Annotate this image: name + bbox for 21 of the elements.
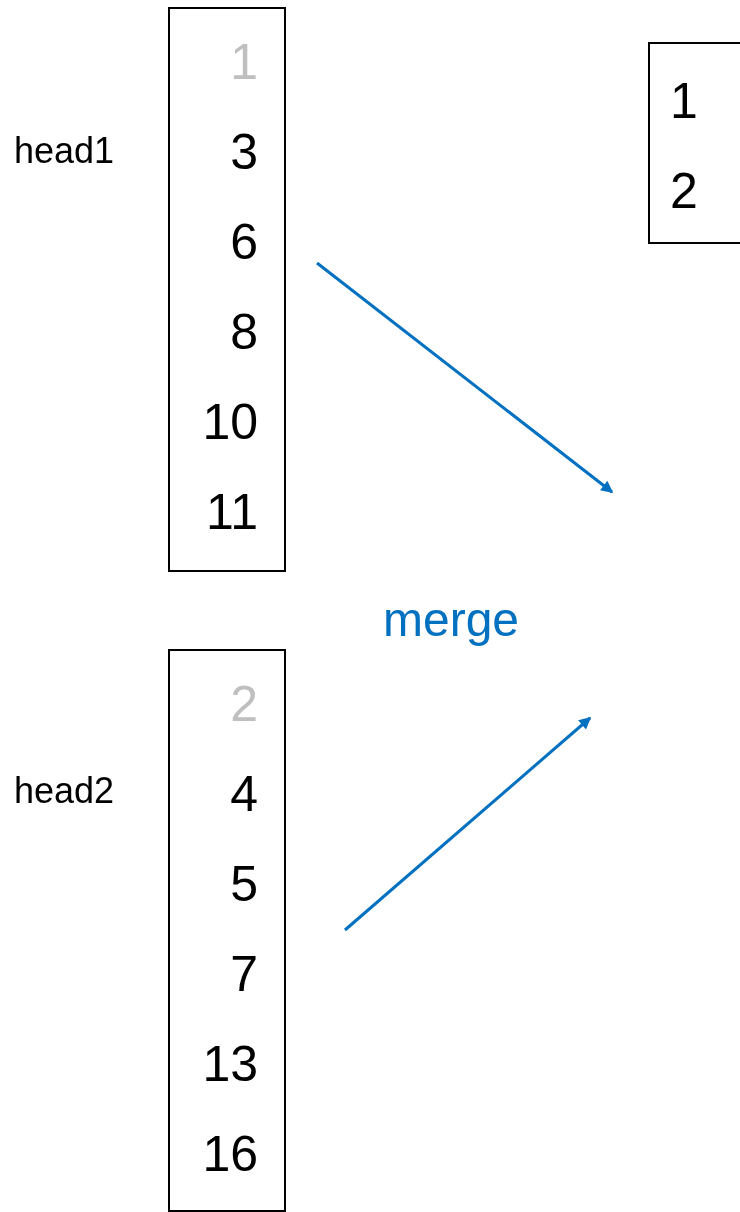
list-value: 4 [230,765,258,824]
list-value: 10 [202,393,258,452]
arrow [316,261,614,494]
list-value: 1 [670,72,698,131]
pointer-label: head1 [14,130,115,172]
list-value: 2 [670,162,698,221]
list-value: 8 [230,303,258,362]
list-box [168,7,286,572]
list-value: 3 [230,123,258,182]
list-value: 16 [202,1125,258,1184]
list-value: 2 [230,675,258,734]
list-value: 5 [230,855,258,914]
list-value: 1 [230,33,258,92]
pointer-label: head2 [14,770,115,812]
list-value: 7 [230,945,258,1004]
list-value: 13 [202,1035,258,1094]
arrow [344,716,592,932]
operation-label: merge [383,592,520,647]
list-box [168,649,286,1212]
list-value: 6 [230,213,258,272]
list-value: 11 [206,483,258,542]
